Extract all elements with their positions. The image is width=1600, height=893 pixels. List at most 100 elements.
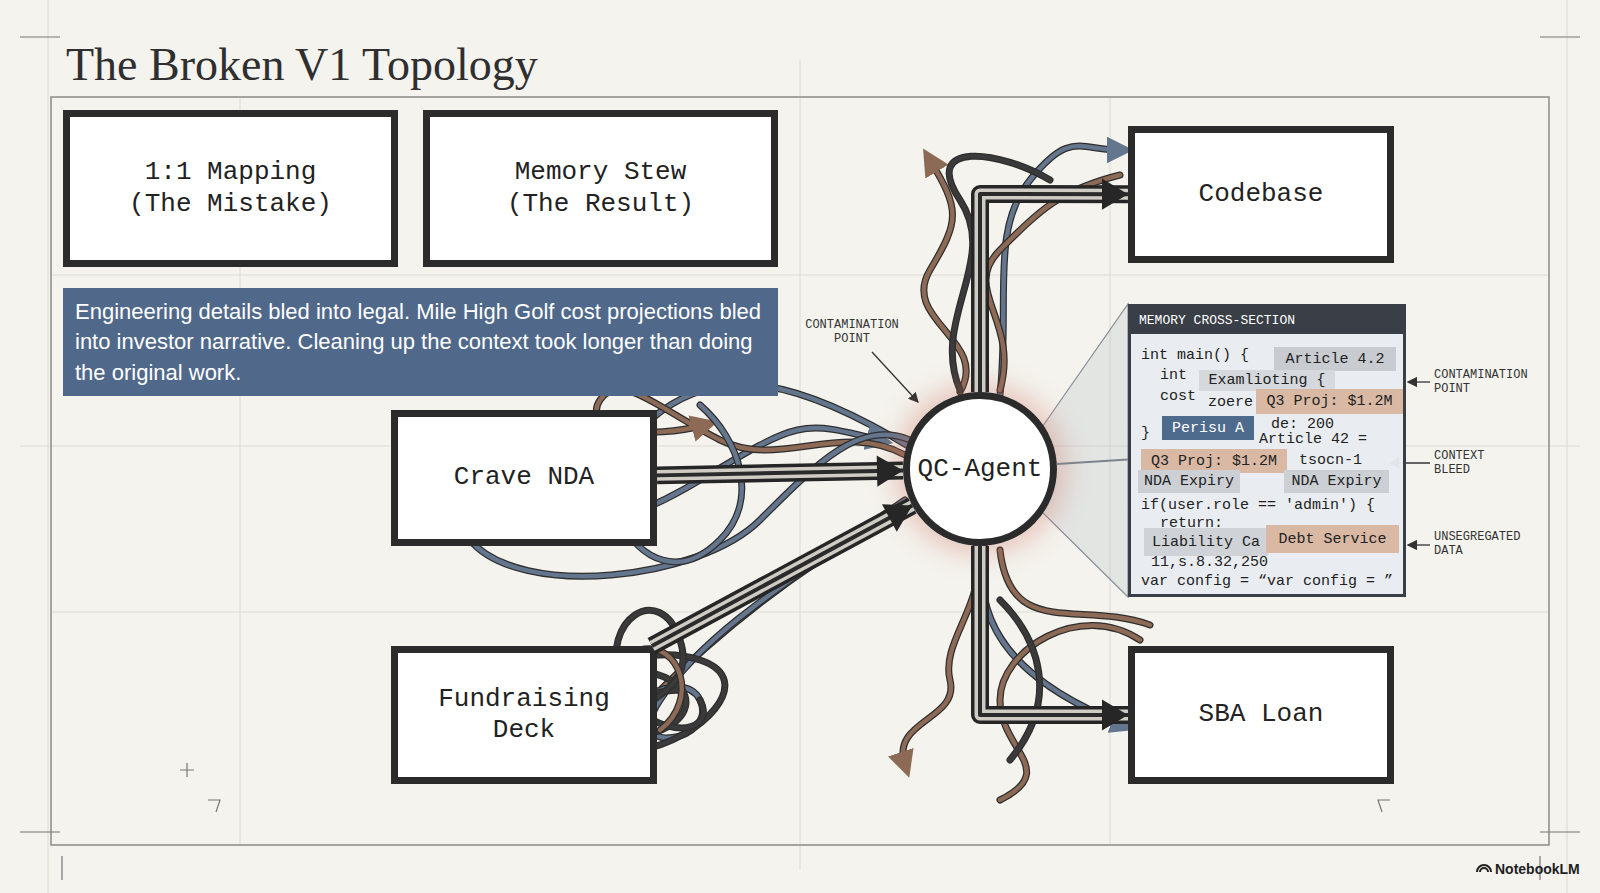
corner-marks	[20, 37, 1580, 880]
agent-circle: QC-Agent	[903, 392, 1057, 546]
bundle-outer	[657, 471, 903, 476]
data-flow-bundle	[980, 546, 1128, 731]
note-band: Engineering details bled into legal. Mil…	[63, 288, 778, 396]
corner-tick	[1378, 800, 1390, 812]
code-line: int main() {	[1141, 347, 1249, 364]
box-label: SBA Loan	[1199, 699, 1324, 730]
panel-heading: MEMORY CROSS-SECTION	[1131, 307, 1403, 334]
corner-tick	[208, 800, 220, 812]
box-label: Crave NDA	[454, 462, 594, 493]
bundle-gap	[657, 471, 903, 476]
data-chip: Liability Ca	[1144, 528, 1268, 556]
tangled-wire	[650, 505, 915, 700]
bundle-core	[980, 194, 1128, 392]
wire-outline	[1000, 625, 1140, 800]
box-label: Memory Stew (The Result)	[495, 157, 706, 219]
memory-panel: MEMORY CROSS-SECTION int main() { int costz…	[1128, 304, 1406, 597]
chip-label: Q3 Proj: $1.2M	[1266, 393, 1392, 410]
wire-outline	[1000, 600, 1040, 760]
data-chip: Article 4.2	[1274, 347, 1396, 371]
leader-arrow	[1408, 544, 1430, 545]
arrow-head	[882, 504, 912, 531]
box-label: 1:1 Mapping (The Mistake)	[125, 157, 336, 219]
wire-outline	[986, 175, 1120, 390]
process-box: Codebase	[1128, 126, 1394, 263]
process-box: Crave NDA	[391, 410, 657, 546]
bundle-core	[652, 506, 912, 646]
annotation-label: CONTEXT BLEED	[1434, 449, 1506, 477]
grid-line	[800, 60, 801, 870]
grid-line	[51, 275, 1549, 276]
chip-label: NDA Expiry	[1144, 473, 1234, 490]
data-flow-bundle	[657, 455, 903, 486]
bundle-outer	[652, 506, 912, 646]
chip-label: Article 4.2	[1285, 351, 1384, 368]
code-line: }	[1141, 425, 1150, 442]
grid-line	[48, 0, 49, 893]
process-box: SBA Loan	[1128, 646, 1394, 784]
data-chip: NDA Expiry	[1138, 470, 1240, 493]
bundle-core	[980, 546, 1128, 715]
tangled-wire	[949, 156, 1050, 390]
annotation-label: CONTAMINATION POINT	[1434, 368, 1538, 396]
bundle-gap	[980, 546, 1128, 715]
connector-line	[1057, 459, 1128, 464]
data-chip: Perisu A	[1162, 416, 1254, 440]
registration-mark	[20, 37, 1580, 880]
process-box: Memory Stew (The Result)	[423, 110, 778, 267]
band-text: Engineering details bled into legal. Mil…	[75, 297, 766, 388]
grid-line	[51, 612, 1549, 613]
chip-label: Q3 Proj: $1.2M	[1151, 453, 1277, 470]
bundle-gap	[980, 194, 1128, 392]
tangled-wire	[1000, 600, 1040, 760]
arrow-head	[1102, 699, 1128, 730]
code-line: var config = “var config = ”	[1141, 573, 1393, 590]
tangled-wire	[903, 548, 978, 765]
process-box: 1:1 Mapping (The Mistake)	[63, 110, 398, 267]
code-line: int	[1160, 367, 1187, 384]
agent-label: QC-Agent	[918, 454, 1043, 484]
code-line: cost	[1160, 388, 1196, 405]
diagram-title: The Broken V1 Topology	[66, 38, 538, 91]
data-chip: Q3 Proj: $1.2M	[1256, 389, 1403, 414]
chip-label: Perisu A	[1172, 420, 1244, 437]
bundle-gap	[652, 506, 912, 646]
process-box: Fundraising Deck	[391, 646, 657, 784]
chip-label: NDA Expiry	[1291, 473, 1381, 490]
frame	[51, 97, 1549, 845]
code-line: if(user.role == 'admin') {	[1141, 497, 1375, 514]
chip-label: Examlioting {	[1208, 372, 1325, 389]
leader-arrow	[872, 352, 918, 402]
bundle-outer	[980, 194, 1128, 392]
data-chip: Debt Service	[1266, 525, 1399, 553]
grid-line	[1567, 0, 1568, 893]
tangled-wire	[1000, 625, 1140, 800]
wire-outline	[903, 548, 978, 765]
data-flow-bundle	[652, 504, 912, 646]
code-line: 11,s.8.32,250	[1151, 554, 1268, 571]
code-line: de: 200	[1271, 416, 1334, 433]
data-flow-bundle	[980, 179, 1128, 392]
tangled-wire	[986, 175, 1120, 390]
code-line: Article 42 =	[1259, 431, 1367, 448]
code-line: zoere	[1208, 394, 1253, 411]
leader-arrow	[1408, 381, 1430, 382]
grid-lines	[20, 0, 1580, 893]
box-label: Codebase	[1199, 179, 1324, 210]
crosshair	[180, 763, 194, 777]
annotation-label: CONTAMINATION POINT	[800, 318, 904, 346]
wire-outline	[949, 156, 1050, 390]
arrow-head	[1102, 179, 1128, 210]
box-label: Fundraising Deck	[419, 684, 630, 746]
arrow-head	[877, 455, 903, 486]
data-chip: NDA Expiry	[1284, 470, 1389, 493]
wire-outline	[650, 505, 915, 700]
circle-shape	[907, 396, 1054, 543]
watermark: NotebookLM	[1495, 862, 1595, 876]
bundle-core	[657, 471, 903, 476]
code-line: tsocn-1	[1299, 452, 1362, 469]
annotation-label: UNSEGREGATED DATA	[1434, 530, 1534, 558]
chip-label: Debt Service	[1278, 531, 1386, 548]
